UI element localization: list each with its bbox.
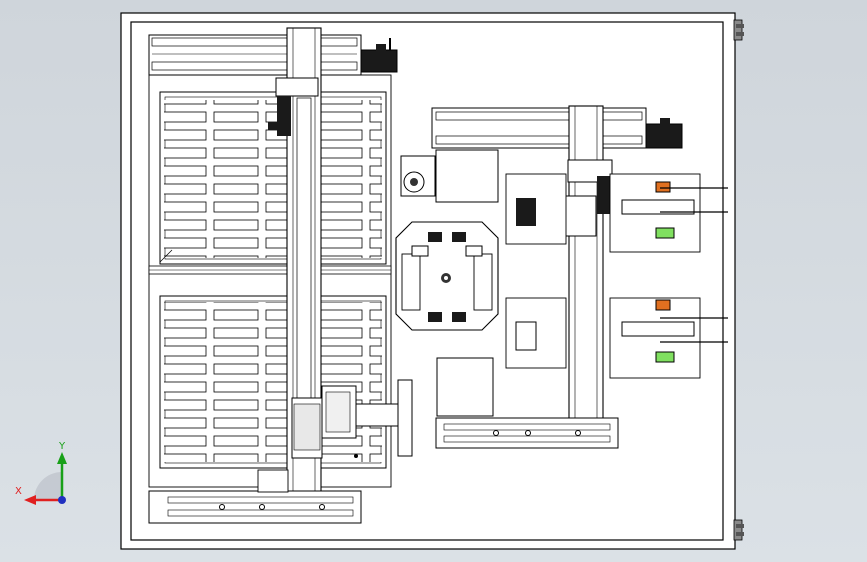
left-gripper-arm — [321, 379, 413, 458]
right-station-lower — [505, 297, 728, 379]
machine-frame-outline — [130, 21, 724, 541]
mounting-foot-icon — [733, 519, 744, 541]
triad-x-label: X — [15, 486, 22, 497]
triad-y-label: Y — [59, 441, 66, 452]
right-top-linear-axis — [431, 107, 683, 149]
right-station-upper — [505, 173, 728, 253]
center-rotary-fixture — [395, 221, 499, 331]
left-bottom-linear-axis — [148, 469, 362, 524]
material-tray-upper — [159, 91, 387, 265]
material-tray-lower — [159, 295, 387, 469]
center-base-block — [436, 357, 494, 417]
left-vertical-gantry — [268, 27, 323, 519]
left-top-linear-axis — [148, 34, 398, 76]
xyz-triad-icon[interactable] — [24, 452, 67, 505]
mounting-foot-icon — [733, 19, 744, 41]
right-bottom-linear-axis — [435, 417, 619, 449]
center-motor — [400, 149, 499, 203]
